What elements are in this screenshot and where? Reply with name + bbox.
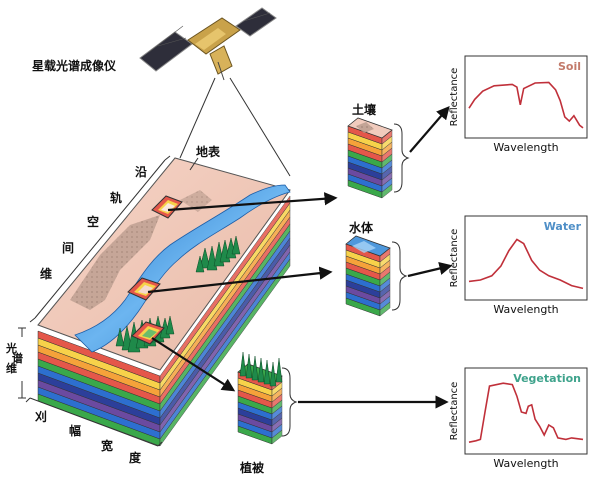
soil-pixel-stack: [347, 117, 393, 199]
plot-ylabel: Reflectance: [449, 382, 460, 441]
satellite-label: 星载光谱成像仪: [32, 58, 117, 73]
pixel-to-stack-arrows: [147, 192, 338, 392]
hyperspectral-cube: [37, 157, 291, 447]
surface-label: 地表: [196, 144, 221, 159]
soil-reflectance-curve: [468, 81, 584, 129]
vegetation-pixel-stack: [237, 351, 283, 445]
pixel-water: [127, 277, 161, 301]
soil-stack-label: 土壤: [352, 102, 377, 117]
plot-frame: [464, 215, 588, 301]
plot-title: Vegetation: [513, 372, 581, 385]
along-track-char-4: 间: [62, 240, 74, 255]
cross-track-char-4: 度: [129, 450, 142, 465]
cross-track-char-2: 幅: [69, 423, 81, 438]
along-track-char-2: 轨: [110, 190, 122, 205]
water-texture: [352, 241, 376, 253]
vegetation-stack-label: 植被: [239, 460, 265, 475]
spectral-axis: 光 谱 维: [4, 327, 27, 399]
vegetation-trees: [239, 351, 283, 387]
vegetation-reflectance-curve: [468, 382, 584, 443]
cross-track-axis: 刈 幅 宽 度: [25, 397, 163, 465]
cube-band-side: [159, 195, 291, 384]
surface-leader: [189, 157, 199, 171]
stack-to-plot-arrows: [281, 106, 453, 437]
water-pixel-stack: [345, 235, 391, 317]
plot-ylabel: Reflectance: [449, 229, 460, 288]
plot-title: Water: [544, 220, 582, 233]
plot-xlabel: Wavelength: [493, 303, 558, 316]
soil-texture: [356, 122, 374, 133]
plot-title: Soil: [558, 60, 581, 73]
satellite-icon: [139, 7, 277, 81]
water-reflectance-curve: [468, 238, 584, 290]
cross-track-char-1: 刈: [35, 409, 47, 424]
plot-xlabel: Wavelength: [493, 141, 558, 154]
plot-ylabel: Reflectance: [449, 68, 460, 127]
along-track-char-5: 维: [40, 266, 52, 281]
plot-frame: [464, 55, 588, 139]
plot-xlabel: Wavelength: [493, 457, 558, 470]
cross-track-char-3: 宽: [100, 438, 113, 453]
along-track-axis: 沿 轨 空 间 维: [29, 155, 171, 323]
pixel-vegetation: [131, 321, 165, 345]
spectral-dim-label: 光 谱 维: [5, 341, 27, 375]
along-track-char-3: 空: [87, 214, 99, 229]
water-stack-label: 水体: [349, 220, 374, 235]
along-track-char-1: 沿: [134, 165, 147, 179]
field-of-view-lines: [179, 77, 291, 177]
pixel-soil: [151, 195, 183, 219]
